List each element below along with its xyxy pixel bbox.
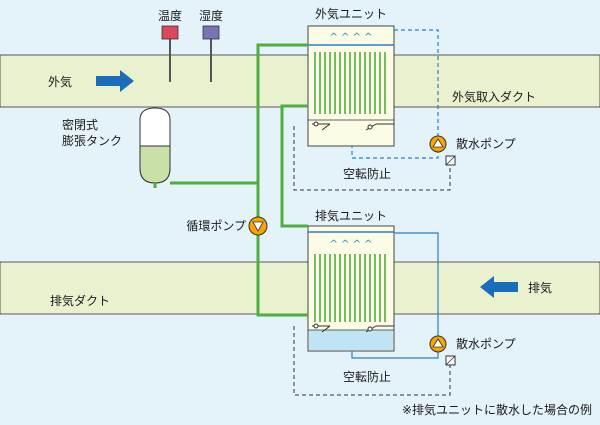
footnote: ※排気ユニットに散水した場合の例 [402,402,592,417]
exhaust-label: 排気 [528,280,552,295]
outdoor-spray-pump-label: 散水ポンプ [456,136,516,151]
outside-air-arrow-icon [96,70,134,92]
outside-air-duct-label: 外気取入ダクト [452,89,536,104]
expansion-tank-label-line1: 密閉式 [62,117,98,132]
temperature-sensor [161,25,179,40]
outdoor-spray-nozzles: ^ ^ ^ ^ [329,32,372,43]
exhaust-dry-run-label: 空転防止 [343,369,391,384]
circulation-pump-arrow [252,221,264,232]
exhaust-unit-water [309,330,393,350]
outside-air-label: 外気 [48,74,72,89]
outdoor-coil [314,52,386,114]
exhaust-arrow-icon [480,276,518,298]
expansion-tank-water [139,145,171,184]
exhaust-spray-pipe [394,232,439,342]
humidity-sensor [202,25,220,40]
exhaust-spray-nozzles: ^ ^ ^ ^ [329,239,372,250]
circulation-pump-label: 循環ポンプ [186,219,246,233]
outdoor-unit [307,25,395,147]
outdoor-dry-run-wire [293,126,451,191]
outdoor-float-switches [312,121,394,131]
exhaust-spray-pump-label: 散水ポンプ [456,336,516,351]
humidity-label: 湿度 [199,8,223,23]
exhaust-coil [314,254,386,322]
exhaust-unit-label: 排気ユニット [315,208,387,223]
exhaust-spray-pump-arrow [432,338,444,348]
outdoor-spray-pump-arrow [432,138,444,148]
outdoor-spray-pipe [394,29,439,142]
temperature-label: 温度 [158,8,182,23]
exhaust-dry-run-wire [293,326,451,396]
expansion-tank-label-line2: 膨張タンク [62,134,122,148]
exhaust-duct-label: 排気ダクト [50,293,110,308]
circulation-loop [170,43,308,317]
outdoor-dry-run-label: 空転防止 [343,166,391,181]
exhaust-float-switches [312,323,394,333]
outdoor-unit-label: 外気ユニット [315,6,387,21]
